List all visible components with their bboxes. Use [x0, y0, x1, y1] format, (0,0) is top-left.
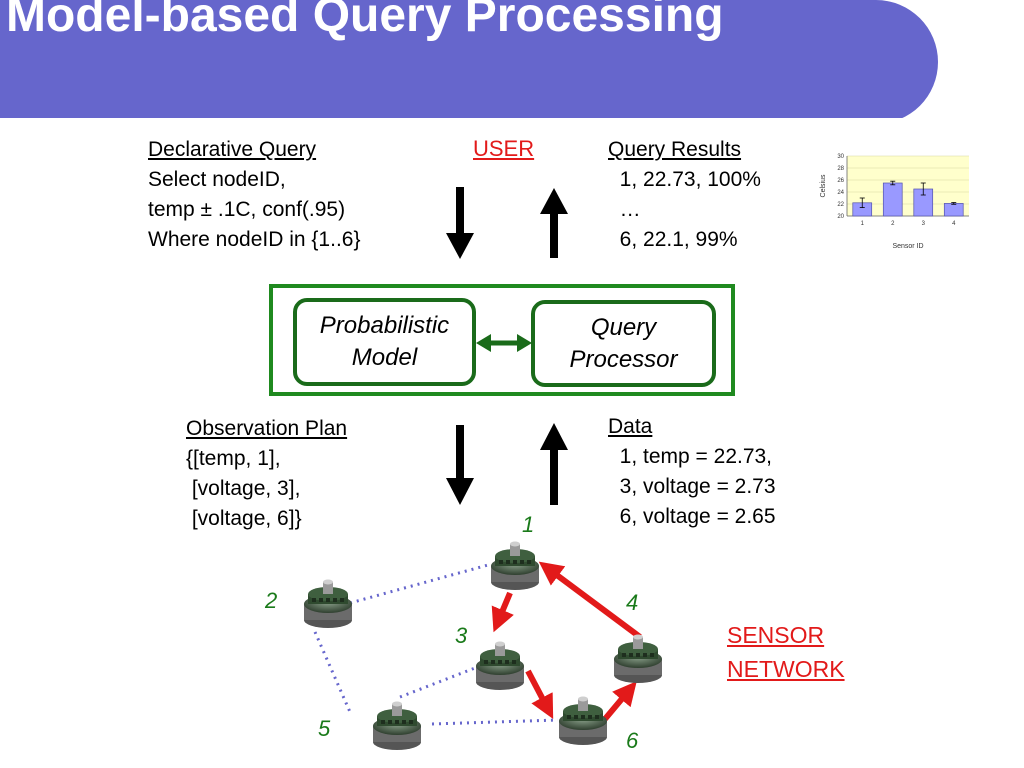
chart-xtick-label: 2 — [891, 221, 895, 227]
chart-xlabel: Sensor ID — [892, 243, 923, 250]
chart-ytick-label: 30 — [837, 154, 844, 160]
query-processor-label: Processor — [569, 345, 678, 373]
up-arrow-data — [540, 423, 568, 505]
declarative-query-line: temp ± .1C, conf(.95) — [148, 198, 346, 221]
data-line: 1, temp = 22.73, — [608, 445, 773, 468]
sensor-mote-icon — [373, 701, 421, 750]
model-system-box — [269, 284, 735, 396]
query-results-line: 1, 22.73, 100% — [608, 168, 761, 191]
route-arrow — [491, 591, 514, 633]
query-results-heading: Query Results — [608, 138, 742, 161]
route-arrow — [525, 669, 554, 719]
declarative-query-line: Where nodeID in {1..6} — [148, 228, 361, 251]
data-line: 6, voltage = 2.65 — [608, 505, 776, 528]
sensor-mote-icon — [559, 696, 607, 745]
route-arrow — [538, 561, 642, 640]
chart-bar — [882, 182, 903, 217]
query-processor-label: Query — [590, 313, 657, 341]
network-link — [399, 666, 476, 699]
network-link — [349, 563, 489, 605]
sensor-mote-icon — [614, 634, 662, 683]
chart-ytick-label: 24 — [837, 190, 844, 196]
node-label-4: 4 — [626, 590, 639, 615]
chart-ytick-label: 20 — [837, 214, 844, 220]
sensor-network-label: SENSOR — [727, 622, 825, 648]
chart-xtick-label: 1 — [861, 221, 865, 227]
chart-xtick-label: 3 — [922, 221, 926, 227]
network-link — [431, 718, 559, 726]
query-results-line: … — [608, 198, 641, 221]
slide-title: Model-based Query Processing — [6, 0, 724, 42]
chart-ylabel: Celsius — [820, 174, 827, 197]
node-label-2: 2 — [265, 588, 278, 613]
sensor-mote-icon — [476, 641, 524, 690]
declarative-query-line: Select nodeID, — [148, 168, 286, 191]
title-underline — [0, 118, 905, 124]
chart-ytick-label: 28 — [837, 166, 844, 172]
query-processor-box: Query Processor — [531, 300, 716, 387]
sensor-mote-icon — [304, 579, 352, 628]
node-label-6: 6 — [626, 728, 639, 753]
route-arrow — [602, 681, 637, 721]
sensor-network-label: NETWORK — [727, 656, 845, 682]
data-line: 3, voltage = 2.73 — [608, 475, 776, 498]
user-label: USER — [473, 136, 535, 161]
probabilistic-model-box: Probabilistic Model — [293, 298, 476, 386]
sensor-mote-icon — [491, 541, 539, 590]
network-link — [313, 631, 352, 713]
chart-ytick-label: 26 — [837, 178, 844, 184]
node-label-3: 3 — [455, 623, 468, 648]
probabilistic-model-label: Model — [351, 344, 418, 371]
observation-plan-line: [voltage, 3], — [186, 477, 301, 500]
observation-plan-line: [voltage, 6]} — [186, 507, 302, 530]
title-band — [0, 0, 938, 124]
down-arrow-observation-plan — [446, 425, 474, 505]
probabilistic-model-label: Probabilistic — [319, 312, 450, 339]
observation-plan-heading: Observation Plan — [186, 417, 348, 440]
observation-plan-line: {[temp, 1], — [186, 447, 281, 470]
chart-xtick-label: 4 — [952, 221, 956, 227]
bidirectional-arrow-icon — [476, 334, 532, 352]
chart-ytick-label: 22 — [837, 202, 844, 208]
down-arrow-query — [446, 187, 474, 259]
chart-bar — [943, 203, 964, 217]
up-arrow-results — [540, 188, 568, 258]
data-heading: Data — [608, 415, 653, 438]
declarative-query-heading: Declarative Query — [148, 138, 317, 161]
node-label-1: 1 — [522, 512, 535, 537]
bar-chart: 20 22 24 26 28 30 1 2 3 4 Sensor ID Celsius — [820, 154, 969, 250]
node-label-5: 5 — [318, 716, 331, 741]
query-results-line: 6, 22.1, 99% — [608, 228, 738, 251]
